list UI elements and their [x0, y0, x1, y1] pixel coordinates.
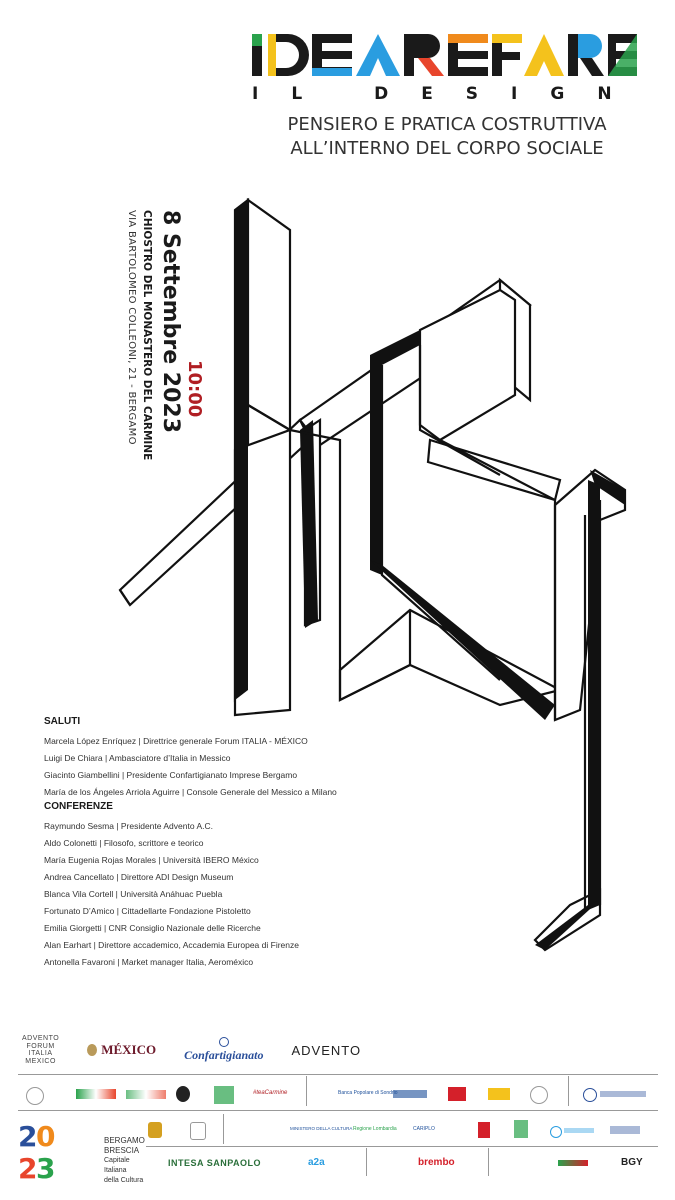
- sponsor-footer: ADVENTO FORUM ITALIA MEXICO MÉXICO Confa…: [18, 1030, 658, 1190]
- conferenze-item: Aldo Colonetti | Filosofo, scrittore e t…: [44, 838, 204, 848]
- intesa-logo: INTESA SANPAOLO: [168, 1158, 261, 1168]
- conferenze-item: Andrea Cancellato | Direttore ADI Design…: [44, 872, 234, 882]
- cariplo-logo: CARIPLO: [413, 1126, 435, 1132]
- partner-logo-icon: [564, 1128, 594, 1133]
- partner-logo-icon: [583, 1088, 597, 1102]
- partner-logo-icon: [558, 1160, 588, 1166]
- saluti-item: Marcela López Enríquez | Direttrice gene…: [44, 736, 308, 746]
- partner-logo-icon: [600, 1091, 646, 1097]
- city-crest-icon: [190, 1122, 206, 1140]
- advento-forum-line: MEXICO: [25, 1057, 56, 1065]
- conferenze-item: Raymundo Sesma | Presidente Advento A.C.: [44, 821, 213, 831]
- saluti-item: Luigi De Chiara | Ambasciatore d’Italia …: [44, 753, 231, 763]
- bps-logo: Banca Popolare di Sondrio: [338, 1090, 398, 1096]
- advento-forum-logo: ADVENTO FORUM ITALIA MEXICO: [22, 1035, 59, 1065]
- event-venue: CHIOSTRO DEL MONASTERO DEL CARMINE: [141, 210, 153, 461]
- tagline-line1: PENSIERO E PRATICA COSTRUTTIVA: [287, 114, 607, 135]
- partner-logo-icon: [448, 1087, 466, 1101]
- confartigianato-logo: Confartigianato: [184, 1037, 263, 1063]
- patronage-logos: #teaCarmine Banca Popolare di Sondrio: [18, 1076, 658, 1106]
- footer-divider: [18, 1074, 658, 1075]
- advento-forum-line: ADVENTO: [22, 1035, 60, 1042]
- mexico-emblem-icon: [87, 1044, 98, 1056]
- tagline: PENSIERO E PRATICA COSTRUTTIVA ALL’INTER…: [252, 113, 642, 161]
- svg-text:2: 2: [18, 1152, 37, 1185]
- conferenze-heading: CONFERENZE: [44, 801, 113, 812]
- ministero-logo: MINISTERO DELLA CULTURA: [290, 1126, 353, 1131]
- partner-logo-icon: [610, 1126, 640, 1134]
- capitale-cultura-logo: 2 0 2 3 BERGAMO BRESCIA Capitale Italian…: [18, 1116, 148, 1192]
- program: SALUTI Marcela López Enríquez | Direttri…: [44, 716, 424, 971]
- capitale-cultura-text: BERGAMO BRESCIA Capitale Italiana della …: [104, 1136, 148, 1186]
- conferenze-item: Antonella Favaroni | Market manager Ital…: [44, 957, 254, 967]
- confartigianato-logo-text: Confartigianato: [184, 1048, 264, 1062]
- sculpture-illustration: [118, 197, 627, 952]
- advento-forum-line: FORUM: [26, 1042, 55, 1050]
- saluti-item: María de los Ángeles Arriola Aguirre | C…: [44, 787, 337, 797]
- conferenze-item: Blanca Vila Cortell | Università Anáhuac…: [44, 889, 223, 899]
- conferenze-item: María Eugenia Rojas Morales | Università…: [44, 855, 259, 865]
- city-bergamo: BERGAMO: [104, 1136, 145, 1145]
- saluti-item: Giacinto Giambellini | Presidente Confar…: [44, 770, 298, 780]
- partner-logo-icon: [76, 1089, 116, 1099]
- svg-text:0: 0: [36, 1120, 55, 1153]
- conferenze-item: Alan Earhart | Direttore accademico, Acc…: [44, 940, 299, 950]
- partner-logo-icon: [514, 1120, 528, 1138]
- city-crest-icon: [148, 1122, 162, 1138]
- subtitle: IL DESIGN: [252, 84, 645, 104]
- advento-logo: ADVENTO: [291, 1042, 362, 1058]
- event-time: 10:00: [184, 360, 205, 418]
- capitale-subtitle: Capitale Italiana: [104, 1157, 130, 1174]
- carmine-logo: #teaCarmine: [253, 1090, 288, 1096]
- partner-logo-icon: [550, 1126, 562, 1138]
- ideare-fare-logo: [252, 34, 637, 76]
- government-emblem-icon: [26, 1087, 44, 1105]
- capitale-2023-mark: 2 0 2 3: [18, 1120, 55, 1185]
- bgy-logo: BGY: [621, 1157, 643, 1168]
- footer-divider: [568, 1076, 569, 1106]
- footer-divider: [366, 1148, 367, 1176]
- intesa-logo-text: INTESA: [168, 1158, 204, 1168]
- institution-logos: MINISTERO DELLA CULTURA Regione Lombardi…: [18, 1114, 658, 1144]
- tagline-line2: ALL’INTERNO DEL CORPO SOCIALE: [290, 138, 604, 159]
- brembo-logo: brembo: [418, 1157, 455, 1168]
- footer-divider: [306, 1076, 307, 1106]
- capitale-subtitle: della Cultura: [104, 1177, 144, 1184]
- partner-logo-icon: [176, 1086, 190, 1102]
- partner-logo-icon: [530, 1086, 548, 1104]
- confartigianato-emblem-icon: [218, 1037, 229, 1047]
- mexico-logo: MÉXICO: [87, 1042, 156, 1058]
- footer-divider: [146, 1146, 658, 1147]
- event-address: VIA BARTOLOMEO COLLEONI, 21 - BERGAMO: [126, 210, 137, 445]
- partner-logo-icon: [478, 1122, 490, 1138]
- mexico-logo-text: MÉXICO: [101, 1042, 157, 1057]
- partner-logo-icon: [126, 1090, 166, 1099]
- organizer-logos: ADVENTO FORUM ITALIA MEXICO MÉXICO Confa…: [18, 1030, 658, 1070]
- event-info: 10:00 8 Settembre 2023 CHIOSTRO DEL MONA…: [115, 210, 205, 460]
- advento-forum-line: ITALIA: [28, 1050, 53, 1057]
- footer-divider: [488, 1148, 489, 1176]
- saluti-heading: SALUTI: [44, 716, 81, 727]
- partner-logo-icon: [393, 1090, 427, 1098]
- city-brescia: BRESCIA: [104, 1146, 140, 1155]
- event-date: 8 Settembre 2023: [158, 210, 183, 434]
- footer-divider: [18, 1110, 658, 1111]
- conferenze-item: Emilia Giorgetti | CNR Consiglio Naziona…: [44, 923, 261, 933]
- lombardia-logo: Regione Lombardia: [353, 1126, 397, 1132]
- footer-divider: [223, 1114, 224, 1144]
- sponsor-logos: INTESA SANPAOLO a2a brembo BGY: [18, 1148, 658, 1176]
- conferenze-item: Fortunato D’Amico | Cittadellarte Fondaz…: [44, 906, 251, 916]
- sanpaolo-logo-text: SANPAOLO: [206, 1158, 262, 1168]
- partner-logo-icon: [488, 1088, 510, 1100]
- svg-text:2: 2: [18, 1120, 37, 1153]
- svg-text:3: 3: [36, 1152, 55, 1185]
- title-block: IL DESIGN: [252, 34, 637, 104]
- partner-logo-icon: [214, 1086, 234, 1104]
- a2a-logo: a2a: [308, 1157, 325, 1168]
